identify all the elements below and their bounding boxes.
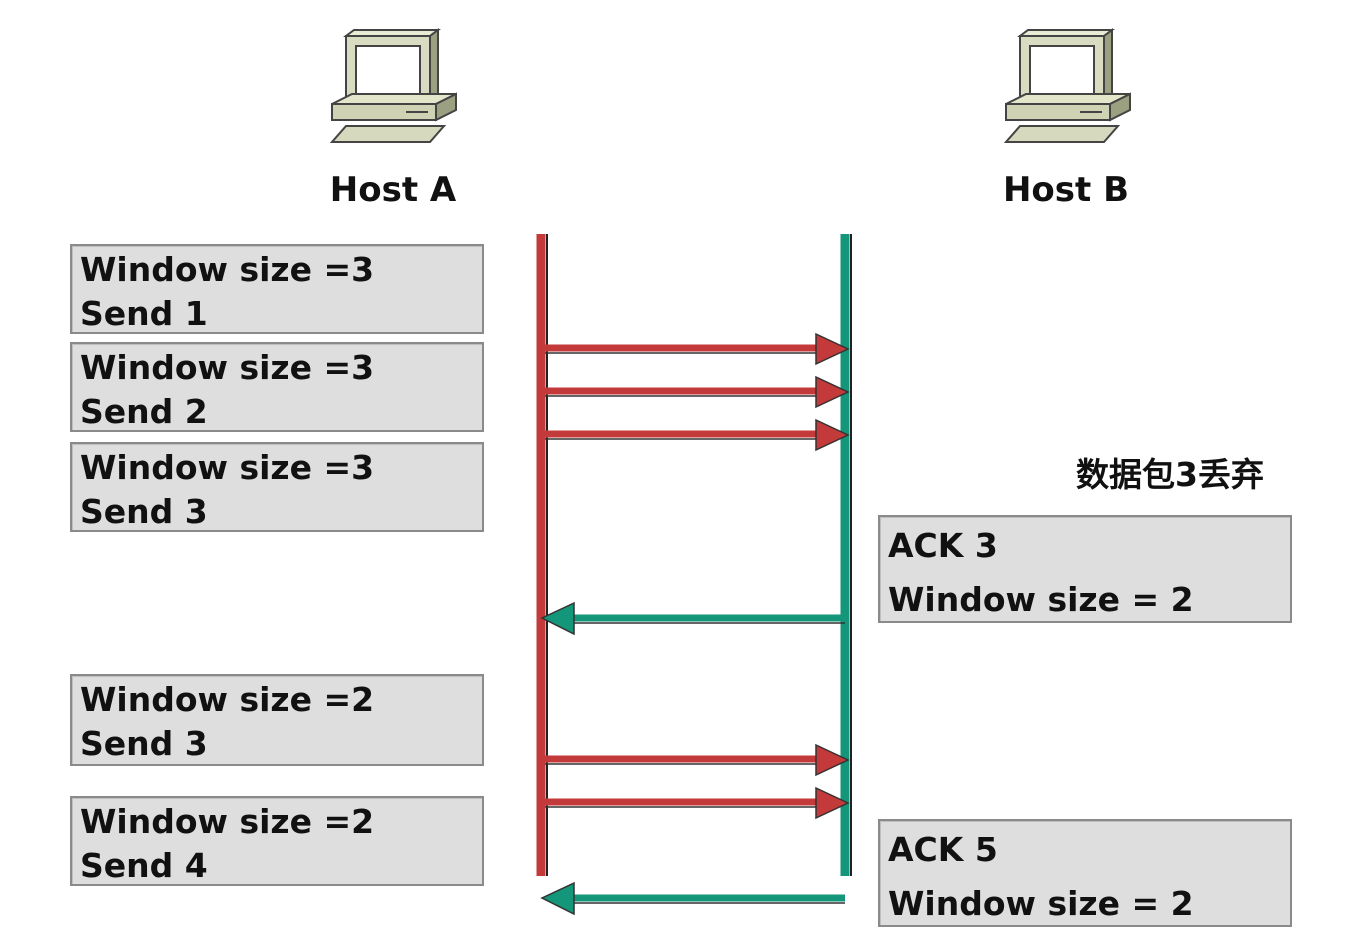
sender-box-3-window: Window size =3 [80, 448, 375, 487]
sender-box-5-send: Send 4 [80, 846, 208, 885]
sender-box-2-send: Send 2 [80, 392, 208, 431]
ack-arrow-ack-3 [540, 601, 845, 636]
host-a-computer-icon [329, 28, 457, 143]
sender-box-1-window: Window size =3 [80, 250, 375, 289]
sender-box-1-send: Send 1 [80, 294, 208, 333]
sender-box-5-window: Window size =2 [80, 802, 375, 841]
sender-box-4-window: Window size =2 [80, 680, 375, 719]
receiver-box-ack-5-window: Window size = 2 [888, 884, 1194, 923]
sender-box-2: Window size =3 Send 2 [70, 342, 484, 432]
sender-box-1: Window size =3 Send 1 [70, 244, 484, 334]
sender-box-3-send: Send 3 [80, 492, 208, 531]
receiver-box-ack-5-ack: ACK 5 [888, 830, 998, 869]
sender-box-3: Window size =3 Send 3 [70, 442, 484, 532]
host-b-computer-icon [1003, 28, 1131, 143]
sender-box-4-send: Send 3 [80, 724, 208, 763]
ack-arrow-ack-5 [540, 881, 845, 916]
data-arrow-send-4 [545, 786, 850, 820]
receiver-box-ack-3-window: Window size = 2 [888, 580, 1194, 619]
sender-box-4: Window size =2 Send 3 [70, 674, 484, 766]
host-a-label: Host A [329, 170, 457, 210]
sender-box-2-window: Window size =3 [80, 348, 375, 387]
sender-box-5: Window size =2 Send 4 [70, 796, 484, 886]
receiver-box-ack-3-ack: ACK 3 [888, 526, 998, 565]
receiver-box-ack-3: ACK 3 Window size = 2 [878, 515, 1292, 623]
data-arrow-resend-3 [545, 743, 850, 777]
data-arrow-send-2 [545, 375, 850, 409]
packet-drop-note: 数据包3丢弃 [1076, 455, 1264, 494]
host-b-label: Host B [1002, 170, 1130, 210]
data-arrow-send-3 [545, 418, 850, 452]
data-arrow-send-1 [545, 332, 850, 366]
receiver-box-ack-5: ACK 5 Window size = 2 [878, 819, 1292, 927]
